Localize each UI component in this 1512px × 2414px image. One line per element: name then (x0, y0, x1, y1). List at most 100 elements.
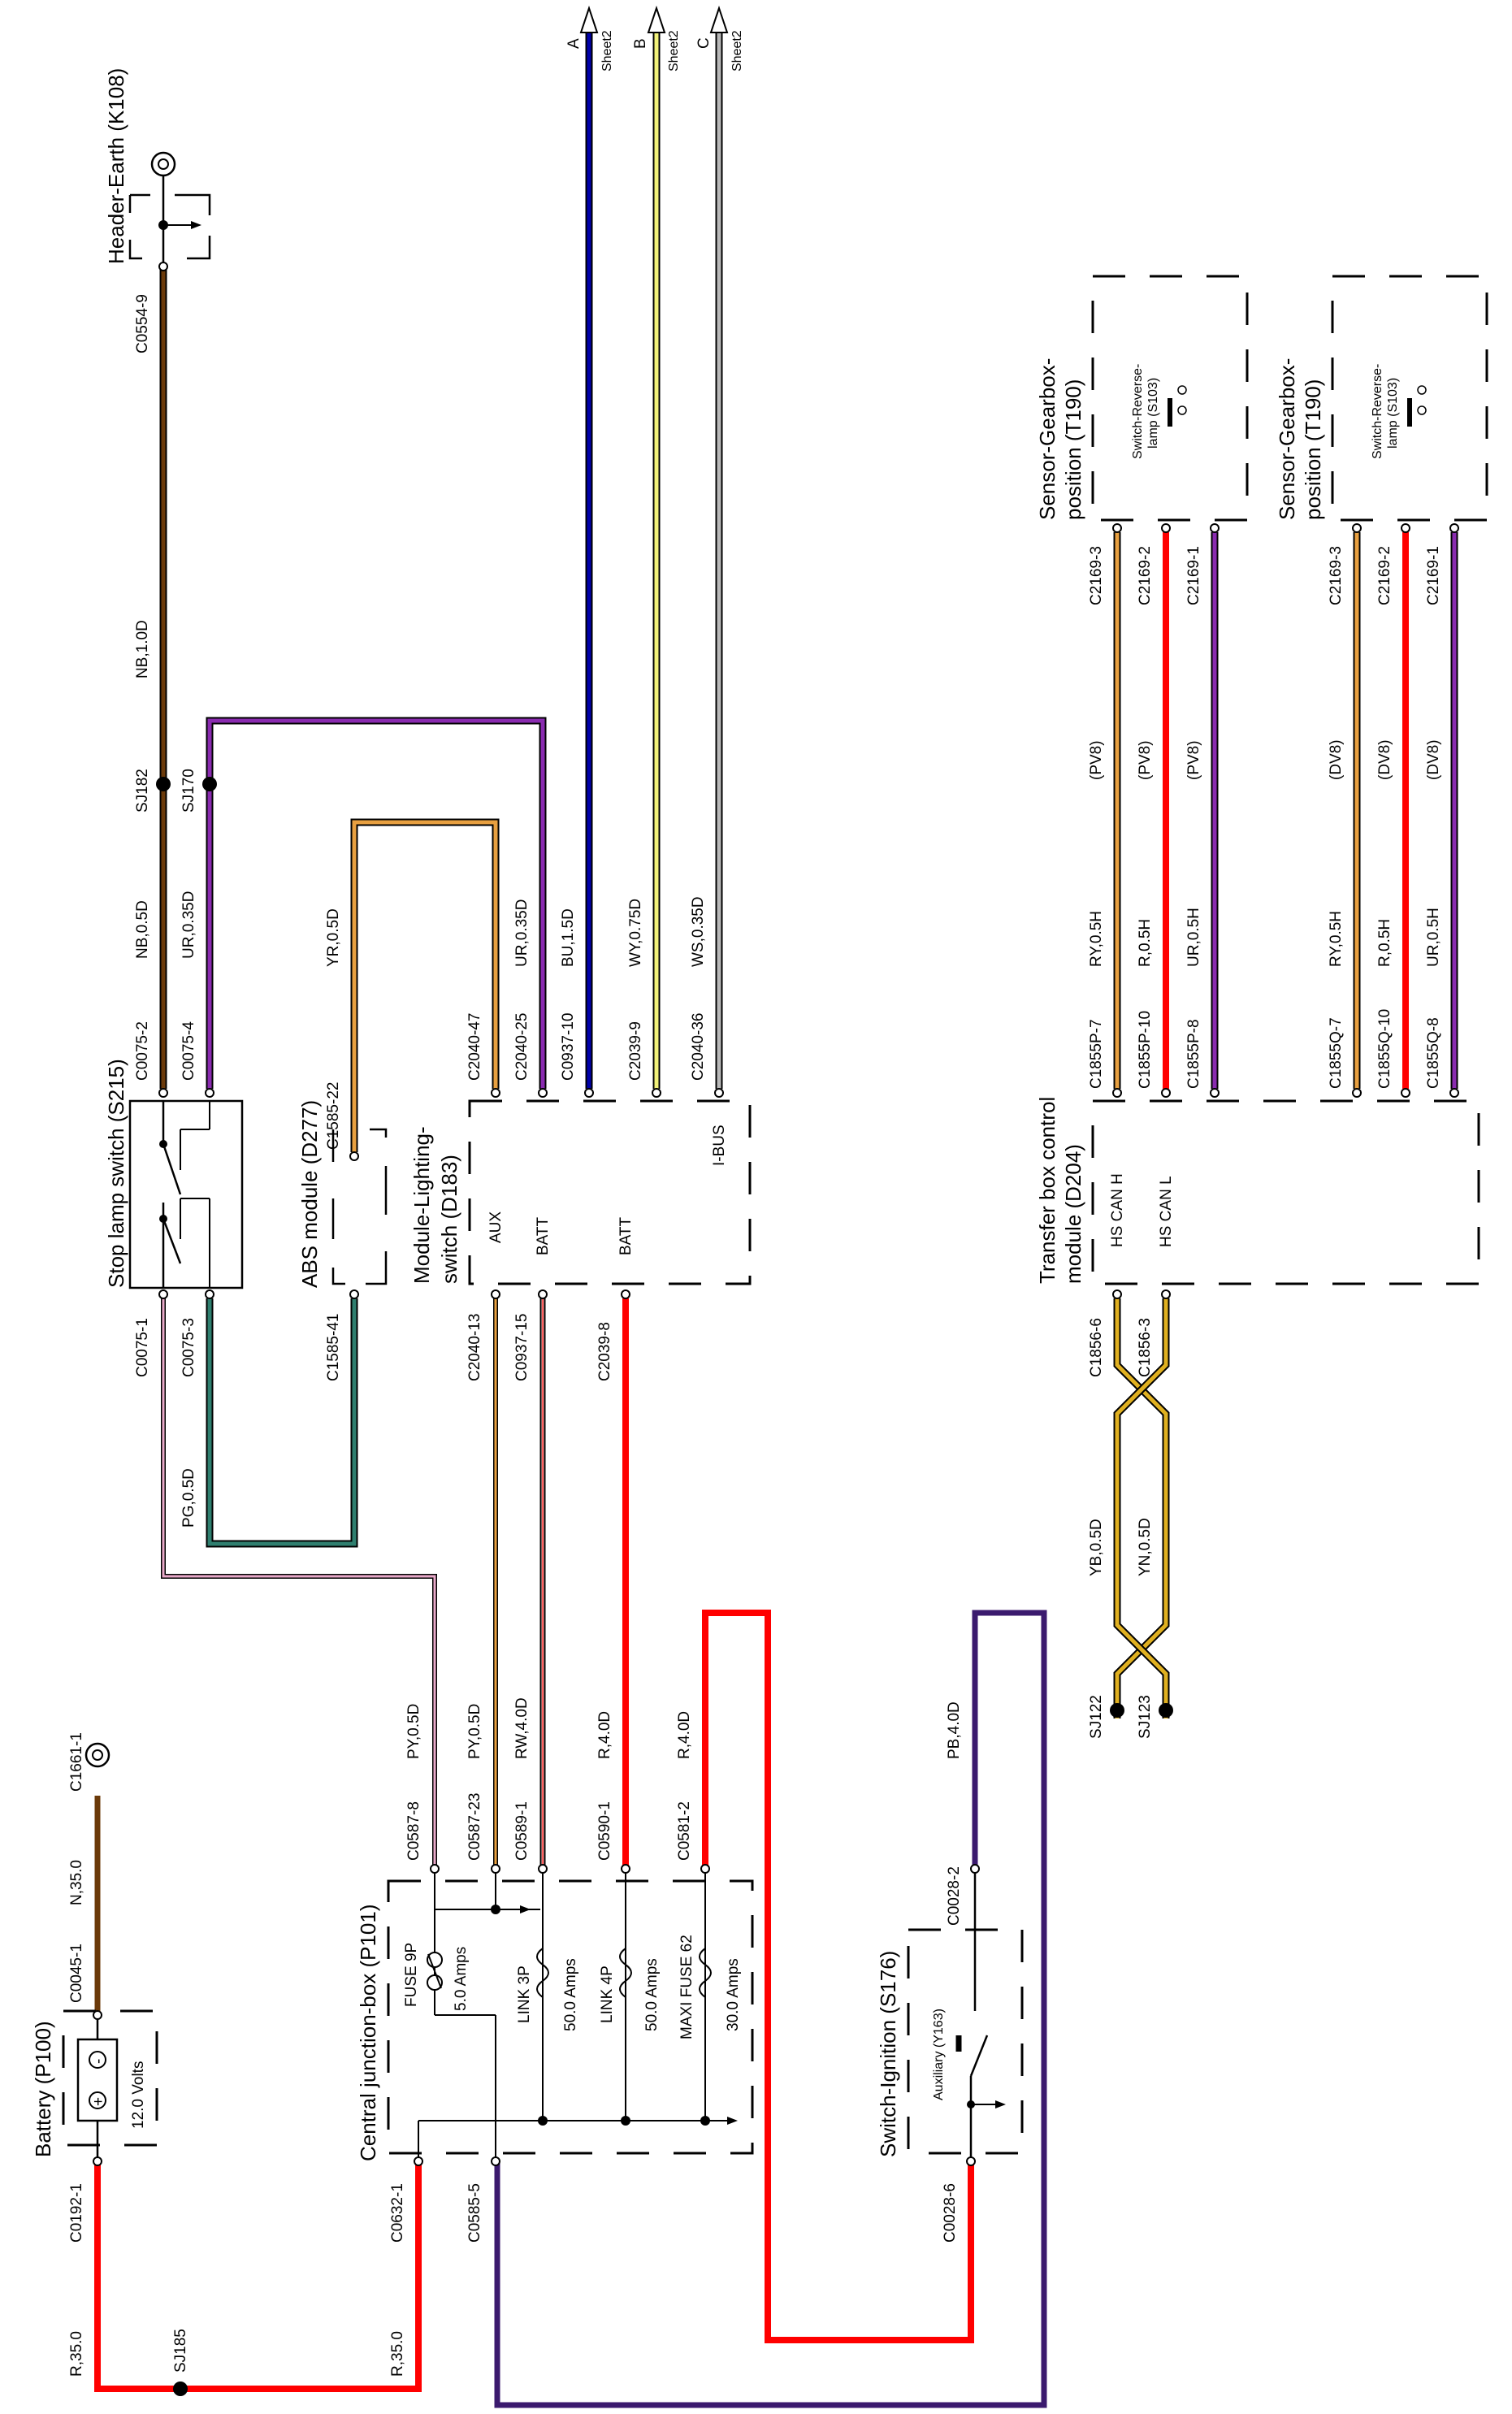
sheet-ref-b-letter: B (632, 38, 649, 49)
conn-c2040-13: C2040-13 (466, 1314, 483, 1381)
wire-label-nb-1-0d: NB,1.0D (134, 620, 151, 678)
link-3p-symbol (536, 1948, 549, 1998)
wire-label-r-4-0d-b: R,4.0D (676, 1711, 693, 1759)
sheet-ref-c-sheet: Sheet2 (730, 30, 744, 72)
splice-dots (84, 777, 1173, 2396)
link-4p-name: LINK 4P (599, 1965, 616, 2023)
wire-label-ur-0-35d-b: UR,0.35D (513, 899, 531, 967)
wire-label-yb-0-5d: YB,0.5D (1088, 1519, 1105, 1576)
stop-lamp-switch-title: Stop lamp switch (S215) (104, 1059, 128, 1288)
wire-r35 (94, 2161, 422, 2392)
maxi-fuse-62-symbol (699, 1948, 712, 1998)
wire-yr (350, 818, 500, 1152)
wire-gearbox-2 (1353, 532, 1458, 1089)
wire-label-ws-0-35d: WS,0.35D (690, 896, 707, 967)
splice-sj185: SJ185 (172, 2329, 189, 2373)
splice-sj123: SJ123 (1137, 1695, 1154, 1739)
transfer-box-module-box (1091, 1099, 1480, 1285)
conn-c1855p-7: C1855P-7 (1088, 1019, 1105, 1089)
battery-voltage: 12.0 Volts (130, 2061, 147, 2129)
central-junction-title: Central junction-box (P101) (356, 1905, 380, 2162)
lighting-switch-title-2: switch (D183) (437, 1155, 461, 1284)
conn-c1585-41: C1585-41 (325, 1314, 342, 1381)
abs-module-box (331, 1128, 388, 1285)
wire-label-pv8-2: (PV8) (1137, 740, 1154, 780)
conn-c0587-23: C0587-23 (466, 1793, 483, 1861)
maxi-fuse-62-name: MAXI FUSE 62 (678, 1935, 695, 2039)
wire-label-r-0-5h-a: R,0.5H (1137, 919, 1154, 967)
splice-sj122: SJ122 (1088, 1695, 1105, 1739)
conn-c1661-1: C1661-1 (68, 1732, 85, 1792)
wire-label-pg-0-5d: PG,0.5D (180, 1468, 197, 1528)
gearbox-sensor-box-2 (1331, 275, 1488, 522)
conn-c2169-3b: C2169-3 (1328, 546, 1345, 605)
central-junction-box (387, 1869, 754, 2161)
splice-sj170: SJ170 (180, 769, 197, 813)
lighting-pin-batt-2: BATT (617, 1216, 635, 1255)
ignition-aux-label: Auxiliary (Y163) (932, 2009, 946, 2100)
gearbox-2-sub-1: Switch-Reverse- (1371, 364, 1384, 459)
wire-label-n-35-0: N,35.0 (68, 1860, 85, 1905)
transfer-pin-can-h: HS CAN H (1109, 1173, 1126, 1247)
wire-label-nb-0-5d: NB,0.5D (134, 900, 151, 959)
conn-c0589-1: C0589-1 (513, 1801, 531, 1861)
sheet-ref-c-letter: C (695, 37, 713, 49)
battery-plus: + (90, 2097, 107, 2106)
link-4p-symbol (619, 1948, 632, 1998)
conn-c2169-2b: C2169-2 (1376, 546, 1393, 605)
wire-label-dv8-1: (DV8) (1328, 739, 1345, 780)
lighting-pin-ibus: I-BUS (711, 1125, 728, 1166)
fuse-9p-name: FUSE 9P (403, 1943, 420, 2007)
stop-lamp-switch-box (128, 1099, 244, 1289)
conn-c0581-2: C0581-2 (676, 1801, 693, 1861)
connector-terminals (93, 262, 1459, 2166)
sheet-ref-a-letter: A (565, 38, 583, 49)
conn-c0045-1: C0045-1 (68, 1944, 85, 2003)
conn-c0632-1: C0632-1 (389, 2183, 406, 2243)
wire-label-wy-0-75d: WY,0.75D (627, 899, 644, 967)
conn-c0587-8: C0587-8 (405, 1801, 422, 1861)
conn-c2040-25: C2040-25 (513, 1013, 531, 1081)
wire-pg (206, 1298, 358, 1548)
wire-label-dv8-2: (DV8) (1376, 739, 1393, 780)
lighting-pin-aux: AUX (487, 1211, 505, 1243)
wire-can-pair (1113, 1298, 1170, 1718)
wire-label-ry-0-5h-a: RY,0.5H (1088, 911, 1105, 967)
wire-label-dv8-3: (DV8) (1425, 739, 1442, 780)
link-3p-name: LINK 3P (516, 1965, 533, 2023)
wire-gearbox-1 (1113, 532, 1219, 1089)
lighting-switch-box (468, 1099, 752, 1285)
battery-title: Battery (P100) (31, 2021, 55, 2157)
sheet-arrows (579, 5, 729, 33)
wire-label-pb-4-0d: PB,4.0D (946, 1701, 963, 1759)
conn-c1585-22: C1585-22 (325, 1082, 342, 1150)
conn-c1855q-8: C1855Q-8 (1425, 1017, 1442, 1089)
lighting-pin-batt-1: BATT (535, 1216, 552, 1255)
wire-r-ignition (702, 1610, 974, 2343)
transfer-box-title-2: module (D204) (1061, 1144, 1085, 1284)
conn-c1856-6: C1856-6 (1088, 1318, 1105, 1377)
fuse-9p-symbol (427, 1952, 443, 1991)
gearbox-1-sub-1: Switch-Reverse- (1131, 364, 1145, 459)
conn-c1855q-10: C1855Q-10 (1376, 1009, 1393, 1089)
conn-c2039-8: C2039-8 (596, 1322, 613, 1381)
conn-c0075-2: C0075-2 (134, 1021, 151, 1081)
wire-label-py-0-5d-a: PY,0.5D (405, 1704, 422, 1759)
conn-c0075-3: C0075-3 (180, 1318, 197, 1377)
wire-label-ur-0-35d-a: UR,0.35D (180, 891, 197, 959)
conn-c2039-9: C2039-9 (627, 1021, 644, 1081)
conn-c2169-1b: C2169-1 (1425, 546, 1442, 605)
sheet-ref-b-sheet: Sheet2 (667, 30, 681, 72)
conn-c0075-1: C0075-1 (134, 1318, 151, 1377)
conn-c0937-15: C0937-15 (513, 1314, 531, 1381)
wire-ur-sj170 (206, 717, 547, 1089)
transfer-box-title-1: Transfer box control (1035, 1097, 1059, 1284)
gearbox-1-sub-2: lamp (S103) (1146, 378, 1160, 449)
conn-c0554-9: C0554-9 (134, 294, 151, 353)
wire-label-ur-0-5h-a: UR,0.5H (1185, 908, 1202, 967)
wire-label-r-0-5h-b: R,0.5H (1376, 919, 1393, 967)
lighting-switch-title-1: Module-Lighting- (409, 1126, 434, 1284)
conn-c1855p-8: C1855P-8 (1185, 1019, 1202, 1089)
gearbox-2-sub-2: lamp (S103) (1386, 378, 1400, 449)
wire-label-r-4-0d-a: R,4.0D (596, 1711, 613, 1759)
